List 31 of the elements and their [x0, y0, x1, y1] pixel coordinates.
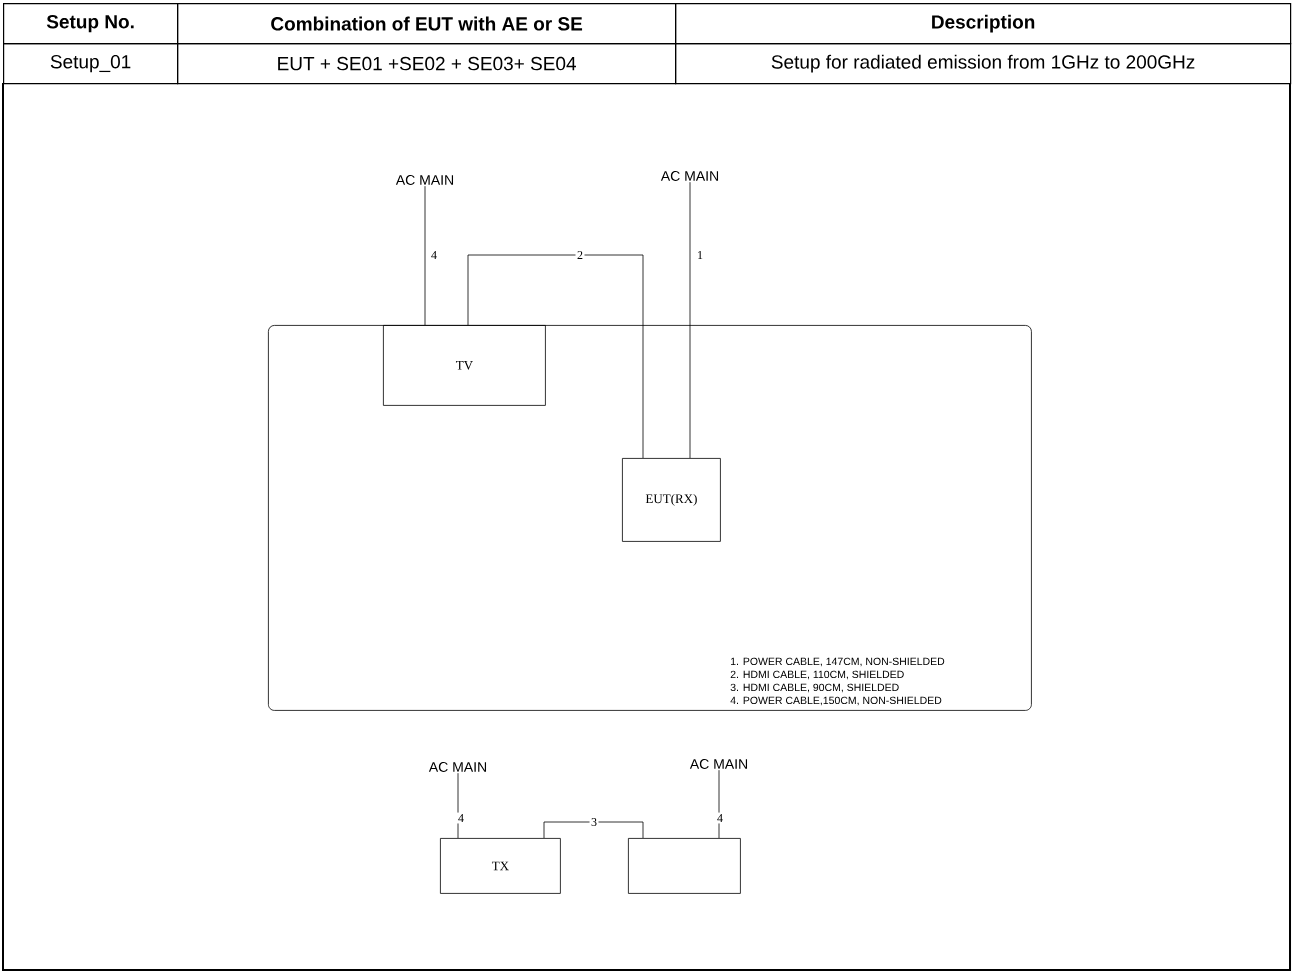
cable-number: 2 [575, 249, 585, 261]
table-outline [268, 325, 1032, 711]
note-text: 4. POWER CABLE,150CM, NON-SHIELDED [730, 696, 942, 706]
cable-line [718, 769, 720, 839]
note-text: 2. HDMI CABLE, 110CM, SHIELDED [730, 670, 904, 680]
cable-number: 4 [429, 249, 439, 261]
device-box: TX [440, 838, 561, 894]
table-cell: EUT + SE01 +SE02 + SE03+ SE04 [177, 43, 677, 85]
table-cell: Setup for radiated emission from 1GHz to 200GHz [675, 43, 1292, 85]
power-source-label: AC MAIN [428, 762, 486, 772]
table-cell: Setup No. [3, 3, 179, 45]
power-source-label: AC MAIN [395, 175, 453, 185]
cable-number: 4 [456, 812, 466, 824]
cable-line [457, 772, 459, 839]
device-box: EUT(RX) [622, 458, 721, 542]
cable-number: 4 [715, 812, 725, 824]
power-source-label: AC MAIN [689, 759, 748, 769]
cable-line [543, 821, 644, 839]
device-box: TV [383, 325, 546, 406]
table-cell: Setup_01 [3, 43, 179, 85]
device-box [628, 838, 741, 894]
note-text: 1. POWER CABLE, 147CM, NON-SHIELDED [731, 657, 945, 667]
cable-line [467, 254, 644, 459]
cable-line [689, 181, 691, 459]
power-source-label: AC MAIN [660, 171, 719, 181]
cable-number: 3 [589, 816, 599, 828]
table-cell: Combination of EUT with AE or SE [177, 3, 677, 45]
cable-line [424, 185, 426, 326]
table-cell: Description [675, 3, 1292, 45]
note-text: 3. HDMI CABLE, 90CM, SHIELDED [730, 683, 899, 693]
cable-number: 1 [695, 249, 705, 261]
